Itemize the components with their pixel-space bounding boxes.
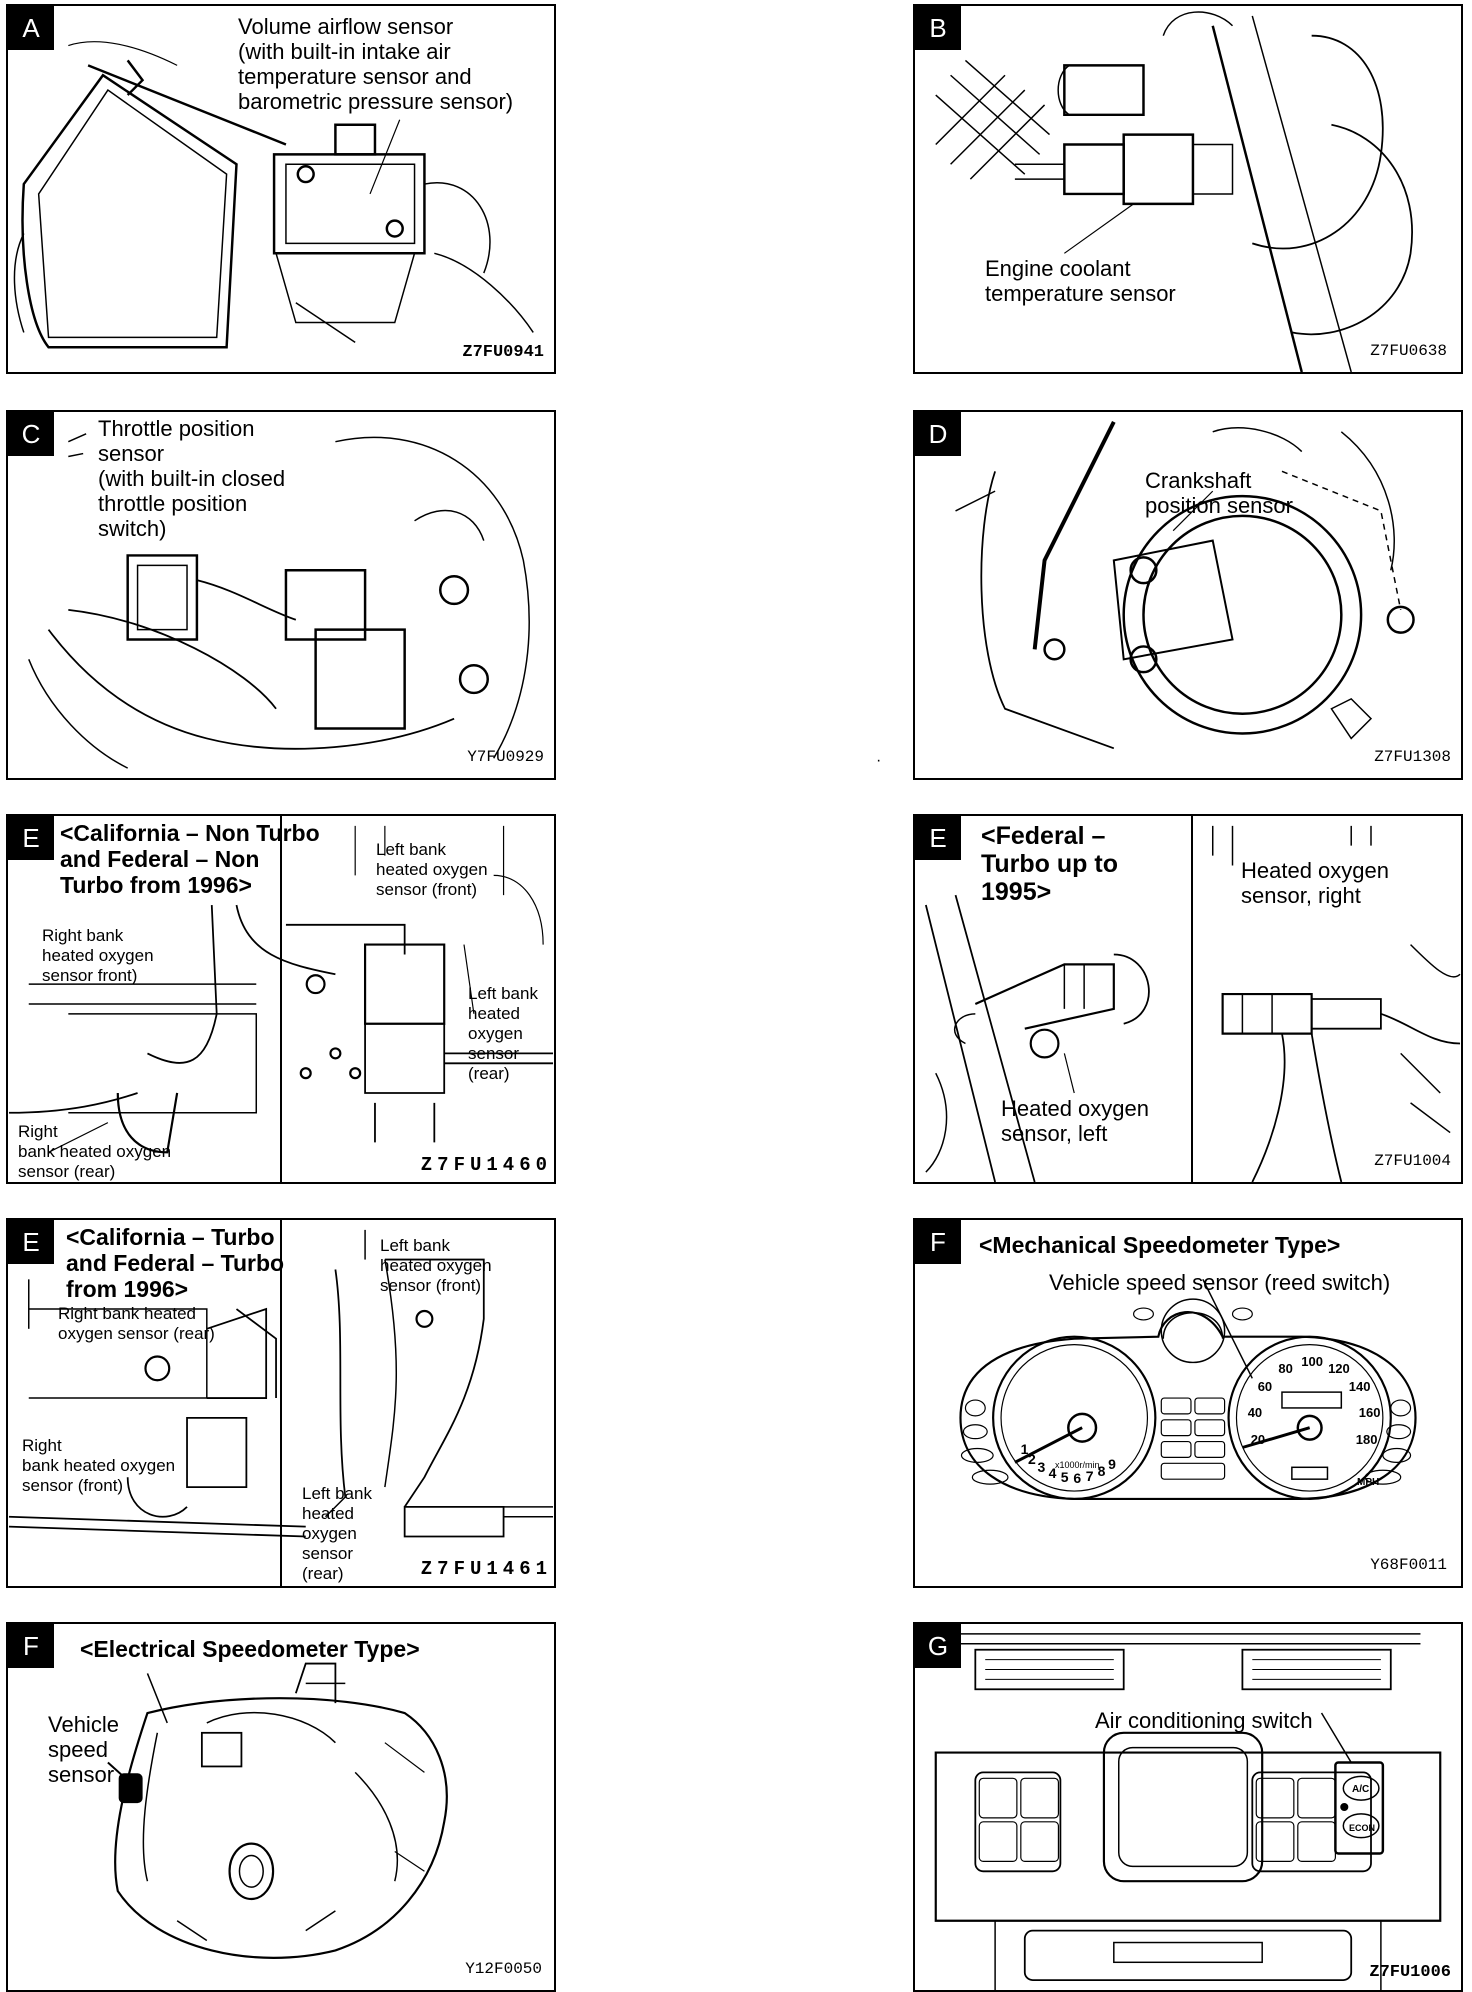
figure-code: Z7FU1006: [1369, 1963, 1451, 1982]
throttle-sensor-illustration: [28, 433, 530, 769]
panel-c-throttle-position-sensor: C Throttle position sensor (with built-i…: [6, 410, 556, 780]
tachometer-numeral: 5: [1060, 1468, 1069, 1485]
speedometer-numeral: 120: [1328, 1360, 1350, 1376]
left-bank-rear-sensor-label: Left bank heated oxygen sensor (rear): [468, 984, 538, 1083]
speedometer-unit: MPH: [1357, 1477, 1380, 1488]
heated-oxygen-sensor-right-label: Heated oxygen sensor, right: [1241, 858, 1389, 908]
non-turbo-heading: <California – Non Turbo and Federal – No…: [60, 820, 320, 898]
tachometer-numeral: 7: [1085, 1467, 1094, 1484]
engine-coolant-temperature-sensor-label: Engine coolant temperature sensor: [985, 256, 1176, 306]
tachometer-unit: x1000r/min: [1055, 1460, 1100, 1470]
transaxle-illustration: [107, 1662, 448, 1959]
figure-code: Z7FU1461: [420, 1558, 552, 1580]
crankshaft-position-sensor-label: Crankshaft position sensor: [1145, 468, 1293, 518]
panel-f-electrical-speedometer: F <Electrical Speedometer Type> Vehicle …: [6, 1622, 556, 1992]
panel-f-mechanical-speedometer: F <Mechanical Speedometer Type> Vehicle …: [913, 1218, 1463, 1588]
instrument-cluster-illustration: [959, 1279, 1417, 1501]
panel-e-turbo-oxygen-sensors: E <California – Turbo and Federal – Turb…: [6, 1218, 556, 1588]
left-bank-front-sensor-label: Left bank heated oxygen sensor (front): [376, 840, 488, 899]
panel-letter: C: [8, 412, 54, 456]
speedometer-numeral: 180: [1355, 1432, 1378, 1448]
tachometer-numeral: 1: [1020, 1440, 1029, 1457]
panel-e-non-turbo-oxygen-sensors: E <California – Non Turbo and Federal – …: [6, 814, 556, 1184]
panel-e-federal-turbo-oxygen-sensors: E <Federal – Turbo up to 1995> Heated ox…: [913, 814, 1463, 1184]
speedometer-numeral: 160: [1358, 1404, 1381, 1420]
federal-turbo-oxygen-sensor-illustration: [925, 825, 1461, 1182]
tachometer-numeral: 8: [1097, 1463, 1106, 1480]
speedometer-numeral: 60: [1257, 1378, 1273, 1394]
panel-letter: A: [8, 6, 54, 50]
air-conditioning-switch-label: Air conditioning switch: [1095, 1708, 1313, 1733]
right-bank-rear-sensor-label: Right bank heated oxygen sensor (rear): [18, 1122, 172, 1181]
figure-code: Z7FU1004: [1374, 1152, 1451, 1170]
electrical-speedometer-heading: <Electrical Speedometer Type>: [80, 1636, 420, 1662]
vehicle-speed-sensor-label: Vehicle speed sensor: [48, 1712, 119, 1787]
tachometer-numeral: 4: [1048, 1465, 1057, 1482]
coolant-sensor-illustration: [935, 11, 1413, 372]
panel-letter: E: [8, 816, 54, 860]
volume-airflow-sensor-label: Volume airflow sensor (with built-in int…: [238, 14, 514, 114]
right-bank-front-sensor-label: Right bank heated oxygen sensor (front): [22, 1436, 176, 1495]
figure-code: Z7FU1460: [420, 1154, 552, 1176]
speedometer-numeral: 80: [1278, 1360, 1293, 1376]
panel-g-air-conditioning-switch: G Air conditioning switch A/C ECON Z7FU1…: [913, 1622, 1463, 1992]
panel-letter: E: [8, 1220, 54, 1264]
ac-button: A/C: [1352, 1784, 1370, 1795]
throttle-position-sensor-label: Throttle position sensor (with built-in …: [98, 416, 286, 541]
right-bank-rear-sensor-label: Right bank heated oxygen sensor (rear): [58, 1304, 215, 1343]
non-turbo-oxygen-sensor-illustration: [8, 825, 554, 1154]
heated-oxygen-sensor-left-label: Heated oxygen sensor, left: [1001, 1096, 1149, 1146]
econ-button: ECON: [1349, 1823, 1376, 1833]
tachometer-numeral: 3: [1037, 1459, 1046, 1476]
speedometer-numeral: 20: [1250, 1432, 1266, 1448]
left-bank-rear-sensor-label: Left bank heated oxygen sensor (rear): [302, 1484, 372, 1583]
panel-letter: B: [915, 6, 961, 50]
mechanical-speedometer-heading: <Mechanical Speedometer Type>: [979, 1232, 1341, 1258]
turbo-oxygen-sensor-illustration: [8, 1229, 554, 1538]
figure-code: Z7FU0638: [1370, 342, 1447, 360]
panel-divider: [280, 816, 282, 1182]
tachometer-numeral: 2: [1028, 1450, 1036, 1467]
panel-letter: D: [915, 412, 961, 456]
speedometer-numeral: 100: [1301, 1354, 1323, 1370]
vehicle-speed-sensor-reed-switch-label: Vehicle speed sensor (reed switch): [1049, 1270, 1391, 1295]
figure-code: Y68F0011: [1370, 1556, 1447, 1574]
speedometer-numeral: 140: [1348, 1378, 1371, 1394]
tachometer-numeral: 9: [1108, 1456, 1116, 1473]
panel-letter: G: [915, 1624, 961, 1668]
stray-mark: ·: [876, 752, 882, 769]
panel-letter: E: [915, 816, 961, 860]
panel-d-crankshaft-position-sensor: D Crankshaft position sensor Z7FU1308: [913, 410, 1463, 780]
panel-letter: F: [915, 1220, 961, 1264]
panel-b-engine-coolant-temperature-sensor: B Engine coolant temperature sensor Z7FU…: [913, 4, 1463, 374]
figure-code: Z7FU1308: [1374, 748, 1451, 766]
speedometer-numeral: 40: [1247, 1404, 1263, 1420]
dashboard-console-illustration: [934, 1633, 1442, 1990]
tachometer-numeral: 6: [1073, 1469, 1082, 1486]
figure-code: Z7FU0941: [462, 343, 544, 362]
figure-code: Y12F0050: [465, 1960, 542, 1978]
right-bank-front-sensor-label: Right bank heated oxygen sensor front): [42, 926, 154, 985]
federal-turbo-heading: <Federal – Turbo up to 1995>: [981, 822, 1118, 906]
panel-divider: [280, 1220, 282, 1586]
panel-divider: [1191, 816, 1193, 1182]
panel-letter: F: [8, 1624, 54, 1668]
airflow-sensor-illustration: [13, 41, 534, 349]
panel-a-volume-airflow-sensor: A Volume airflow sensor (with built-in i…: [6, 4, 556, 374]
left-bank-front-sensor-label: Left bank heated oxygen sensor (front): [380, 1236, 492, 1295]
figure-code: Y7FU0929: [467, 748, 544, 766]
turbo-heading: <California – Turbo and Federal – Turbo …: [66, 1224, 285, 1302]
crankshaft-sensor-illustration: [955, 421, 1415, 750]
